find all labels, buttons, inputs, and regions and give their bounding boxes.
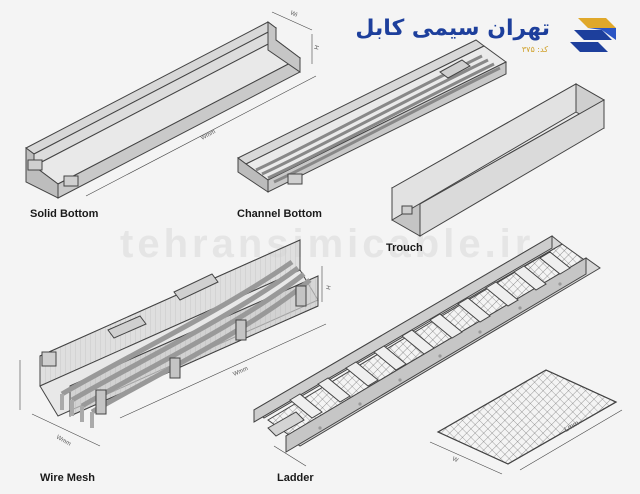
solid-height-dim: H (314, 45, 321, 51)
label-solid-bottom: Solid Bottom (30, 208, 99, 220)
brand-logo: تهران سیمی کابل کد: ۳۷۵ (355, 10, 632, 62)
brand-name: تهران سیمی کابل (355, 16, 550, 41)
mesh-width-dim: W (451, 456, 459, 464)
wire-width-dim: Wmm (55, 435, 72, 448)
brand-subtitle: کد: ۳۷۵ (521, 45, 548, 54)
brand-mark-icon (570, 18, 616, 52)
label-trouch: Trouch (386, 242, 423, 254)
solid-width-dim: Wi (289, 10, 298, 18)
watermark-text: tehransimicable.ir (120, 222, 535, 266)
wire-length-dim: Wmm (232, 366, 249, 378)
label-wire-mesh: Wire Mesh (40, 472, 95, 484)
solid-length-dim: Wmm (200, 129, 217, 142)
ladder-tray (253, 235, 601, 467)
mesh-panel (429, 369, 623, 475)
label-ladder: Ladder (277, 472, 314, 484)
channel-bottom-tray (237, 39, 507, 193)
trough-tray (390, 83, 606, 237)
wire-height-dim: H (326, 285, 333, 290)
label-channel-bottom: Channel Bottom (237, 208, 322, 220)
wire-mesh-tray (19, 239, 327, 447)
solid-bottom-tray (25, 11, 317, 199)
